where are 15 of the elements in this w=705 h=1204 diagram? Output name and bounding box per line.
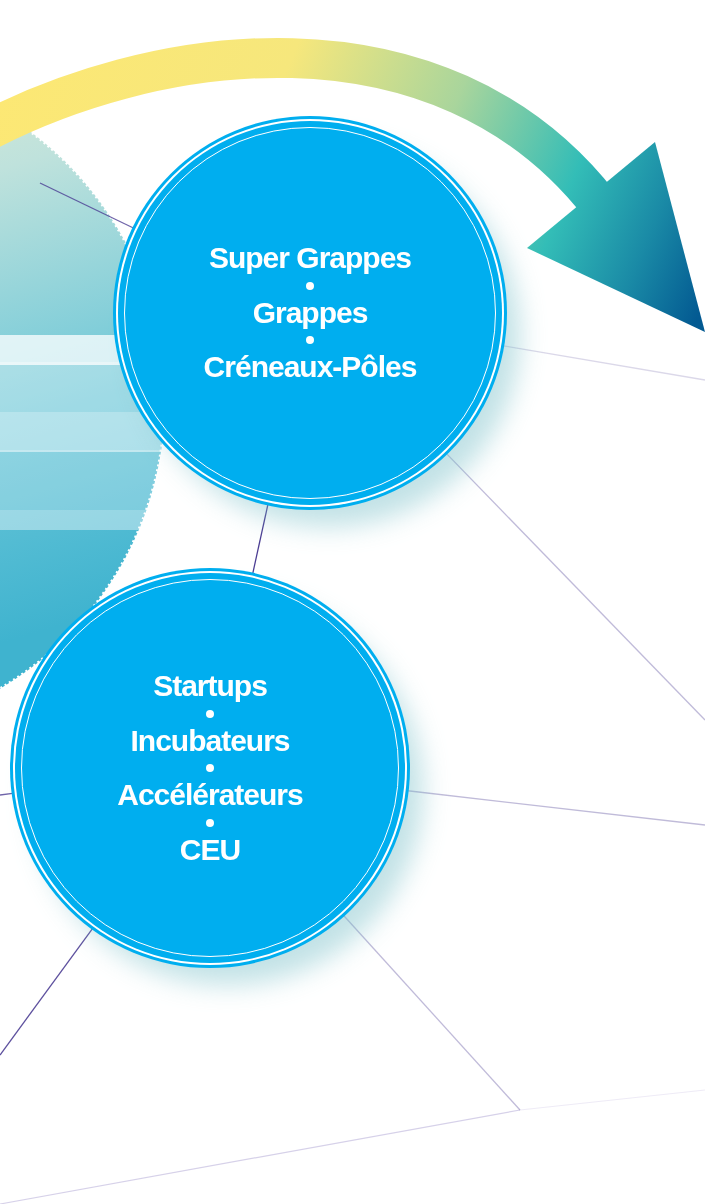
node-label: Incubateurs	[130, 723, 290, 758]
node-label: Super Grappes	[208, 241, 412, 276]
connector-line	[252, 503, 269, 575]
connector-line	[445, 453, 705, 721]
connector-line	[407, 790, 705, 826]
node-label: Grappes	[252, 295, 368, 331]
node-label: Accélérateurs	[117, 778, 303, 813]
connector-line	[0, 927, 94, 1056]
node-label: Startups	[153, 669, 267, 704]
node-label: CEU	[179, 832, 241, 867]
node-label: Créneaux-Pôles	[203, 350, 417, 385]
connector-line	[502, 345, 705, 381]
connector-line	[39, 182, 135, 229]
connector-line	[343, 914, 521, 1111]
connector-line	[0, 792, 14, 796]
